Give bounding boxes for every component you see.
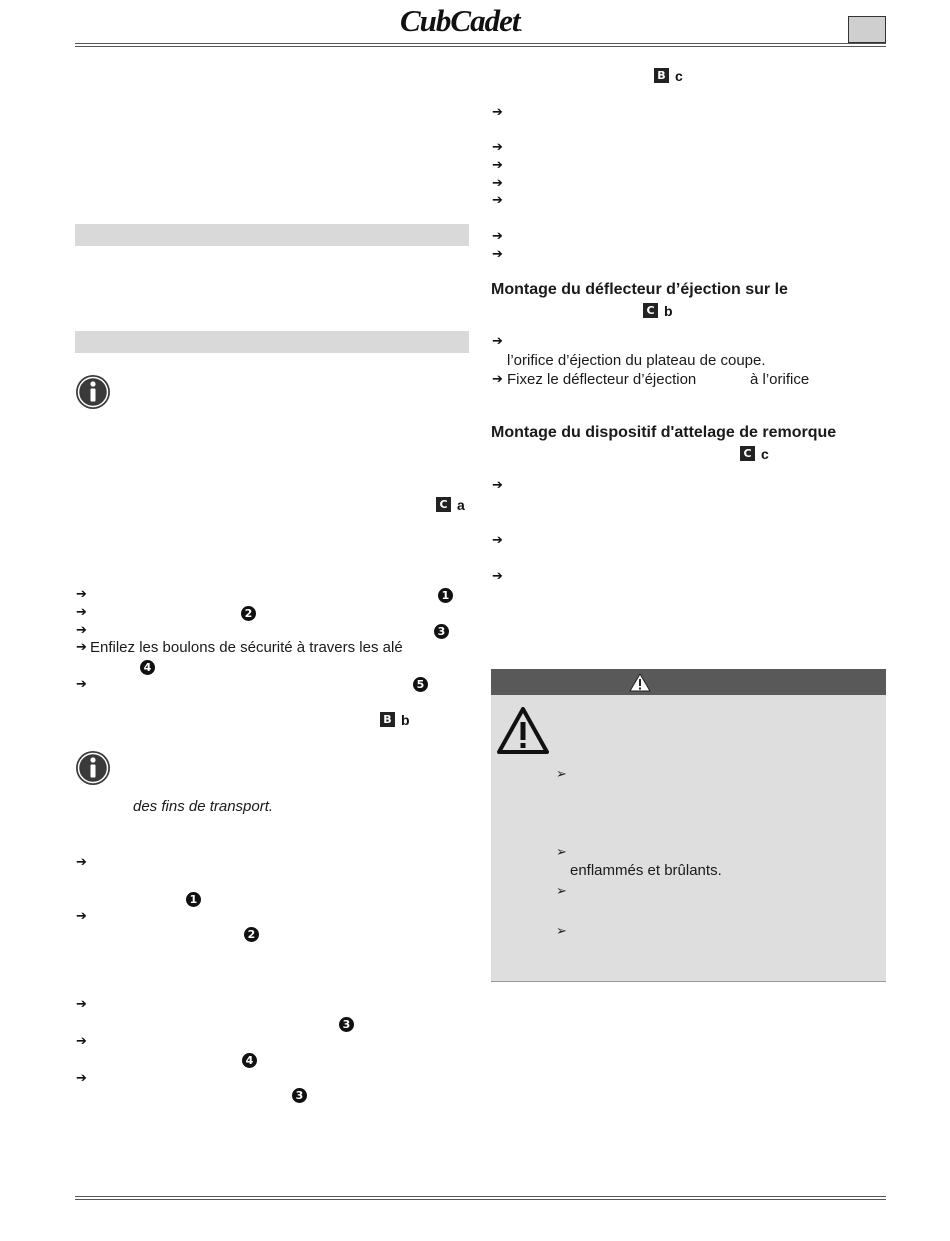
warning-box (491, 695, 886, 982)
arrow-right-icon: ➔ (76, 1071, 87, 1086)
arrow-right-icon: ➔ (76, 677, 87, 692)
warning-text: enflammés et brûlants. (570, 862, 722, 879)
chevron-bullet-icon: ➢ (556, 924, 567, 939)
figure-ref-letter: b (664, 303, 673, 319)
info-icon (76, 751, 110, 785)
section-band-1 (75, 224, 469, 246)
arrow-right-icon: ➔ (76, 855, 87, 870)
arrow-right-icon: ➔ (492, 158, 503, 173)
brand-logo: CubCadet. (400, 3, 522, 39)
chevron-bullet-icon: ➢ (556, 767, 567, 782)
arrow-right-icon: ➔ (492, 176, 503, 191)
chevron-bullet-icon: ➢ (556, 845, 567, 860)
arrow-right-icon: ➔ (492, 229, 503, 244)
figure-ref-box: B (654, 68, 669, 83)
step-number: 4 (242, 1053, 257, 1068)
arrow-right-icon: ➔ (492, 478, 503, 493)
header-rule-bottom (75, 46, 886, 47)
note-text: des fins de transport. (133, 798, 274, 815)
instruction-text: à l’orifice (750, 371, 810, 388)
footer-rule-top (75, 1196, 886, 1197)
arrow-right-icon: ➔ (492, 334, 503, 349)
step-number: 5 (413, 677, 428, 692)
instruction-text: l’orifice d’éjection du plateau de coupe… (507, 352, 766, 369)
arrow-right-icon: ➔ (492, 105, 503, 120)
logo-mark: . (519, 23, 521, 34)
step-number: 3 (292, 1088, 307, 1103)
arrow-right-icon: ➔ (492, 569, 503, 584)
logo-text: CubCadet (400, 3, 520, 38)
section-band-2 (75, 331, 469, 353)
section-heading: Montage du déflecteur d’éjection sur le (491, 281, 788, 298)
figure-ref-letter: b (401, 712, 410, 728)
instruction-text: Fixez le déflecteur d’éjection (507, 371, 697, 388)
arrow-right-icon: ➔ (492, 533, 503, 548)
figure-ref-letter: c (761, 446, 769, 462)
figure-ref-letter: c (675, 68, 683, 84)
step-number: 3 (434, 624, 449, 639)
chevron-bullet-icon: ➢ (556, 884, 567, 899)
info-icon (76, 375, 110, 409)
arrow-right-icon: ➔ (76, 909, 87, 924)
footer-rule-bottom (75, 1199, 886, 1200)
warning-header (491, 669, 886, 695)
arrow-right-icon: ➔ (492, 372, 503, 387)
step-number: 1 (186, 892, 201, 907)
arrow-right-icon: ➔ (492, 193, 503, 208)
step-number: 3 (339, 1017, 354, 1032)
header-rule-top (75, 43, 886, 44)
arrow-right-icon: ➔ (76, 605, 87, 620)
warning-triangle-icon (497, 707, 549, 754)
figure-ref-box: C (436, 497, 451, 512)
step-number: 2 (241, 606, 256, 621)
arrow-right-icon: ➔ (76, 640, 87, 655)
step-number: 1 (438, 588, 453, 603)
figure-ref-letter: a (457, 497, 465, 513)
warning-small-icon (629, 673, 651, 692)
figure-ref-box: B (380, 712, 395, 727)
instruction-text: Enfilez les boulons de sécurité à traver… (90, 639, 403, 656)
step-number: 4 (140, 660, 155, 675)
arrow-right-icon: ➔ (76, 1034, 87, 1049)
arrow-right-icon: ➔ (76, 997, 87, 1012)
arrow-right-icon: ➔ (492, 140, 503, 155)
figure-ref-box: C (740, 446, 755, 461)
language-tab (848, 16, 886, 43)
step-number: 2 (244, 927, 259, 942)
figure-ref-box: C (643, 303, 658, 318)
arrow-right-icon: ➔ (76, 587, 87, 602)
section-heading: Montage du dispositif d'attelage de remo… (491, 424, 837, 441)
arrow-right-icon: ➔ (76, 623, 87, 638)
arrow-right-icon: ➔ (492, 247, 503, 262)
